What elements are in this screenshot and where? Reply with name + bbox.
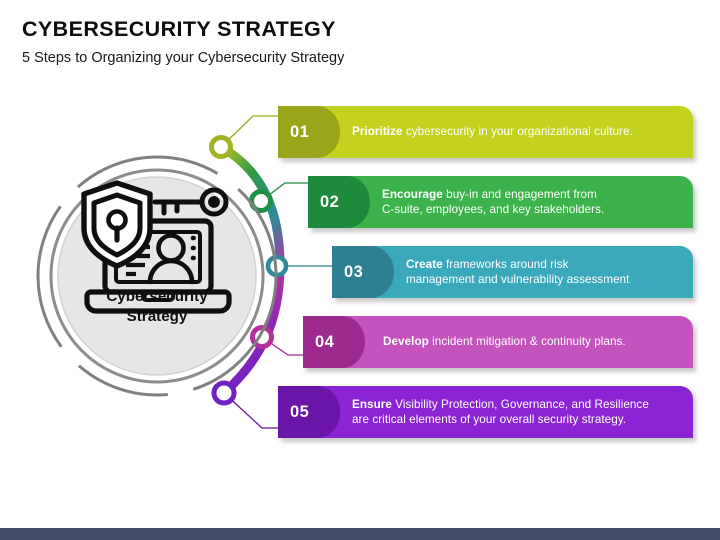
step-number-1: 01 xyxy=(290,122,310,141)
step-badge-3: 03 xyxy=(332,246,394,298)
step-number-4: 04 xyxy=(315,332,335,351)
step-lead-3: Create xyxy=(406,257,443,271)
step-row-2[interactable]: 02 Encourage buy-in and engagement from … xyxy=(308,176,693,228)
step-badge-2: 02 xyxy=(308,176,370,228)
step-text-4: Develop incident mitigation & continuity… xyxy=(383,316,626,368)
footer-bar xyxy=(0,528,720,540)
step-badge-5: 05 xyxy=(278,386,340,438)
step-row-5[interactable]: 05 Ensure Visibility Protection, Governa… xyxy=(278,386,693,438)
step-lead-4: Develop xyxy=(383,335,429,349)
step-badge-4: 04 xyxy=(303,316,365,368)
step-number-5: 05 xyxy=(290,402,310,421)
middle-ring xyxy=(49,168,265,384)
center-emblem: Cybersecurity Strategy xyxy=(33,152,281,400)
step-row-1[interactable]: 01 Prioritize cybersecurity in your orga… xyxy=(278,106,693,158)
step-line2-3: management and vulnerability assessment xyxy=(406,273,630,286)
step-number-3: 03 xyxy=(344,262,364,281)
page-title: CYBERSECURITY STRATEGY xyxy=(22,17,336,41)
step-lead-5: Ensure xyxy=(352,397,392,411)
step-text-1: Prioritize cybersecurity in your organiz… xyxy=(352,106,633,158)
step-text-2: Encourage buy-in and engagement from C-s… xyxy=(382,176,604,228)
laptop-shield-key-icon xyxy=(81,180,232,314)
page-subtitle: 5 Steps to Organizing your Cybersecurity… xyxy=(22,50,345,66)
step-bar-1 xyxy=(278,106,693,158)
step-lead-1: Prioritize xyxy=(352,125,403,139)
step-bar-2 xyxy=(308,176,693,228)
step-rest-2: buy-in and engagement from xyxy=(442,187,597,201)
step-row-4[interactable]: 04 Develop incident mitigation & continu… xyxy=(303,316,693,368)
outer-dashed-ring xyxy=(36,155,278,397)
step-lead-2: Encourage xyxy=(382,187,443,201)
step-rest-1: cybersecurity in your organizational cul… xyxy=(402,125,633,139)
step-text-5: Ensure Visibility Protection, Governance… xyxy=(352,386,649,438)
step-bar-4 xyxy=(303,316,693,368)
step-rest-3: frameworks around risk xyxy=(442,257,569,271)
step-bar-5 xyxy=(278,386,693,438)
step-text-3: Create frameworks around risk management… xyxy=(406,246,629,298)
step-number-2: 02 xyxy=(320,192,340,211)
step-line2-2: C-suite, employees, and key stakeholders… xyxy=(382,203,605,216)
step-row-3[interactable]: 03 Create frameworks around risk managem… xyxy=(332,246,693,298)
step-rest-4: incident mitigation & continuity plans. xyxy=(428,335,626,349)
step-rest-5: Visibility Protection, Governance, and R… xyxy=(391,397,649,411)
step-badge-1: 01 xyxy=(278,106,340,158)
step-line2-5: are critical elements of your overall se… xyxy=(352,413,627,426)
